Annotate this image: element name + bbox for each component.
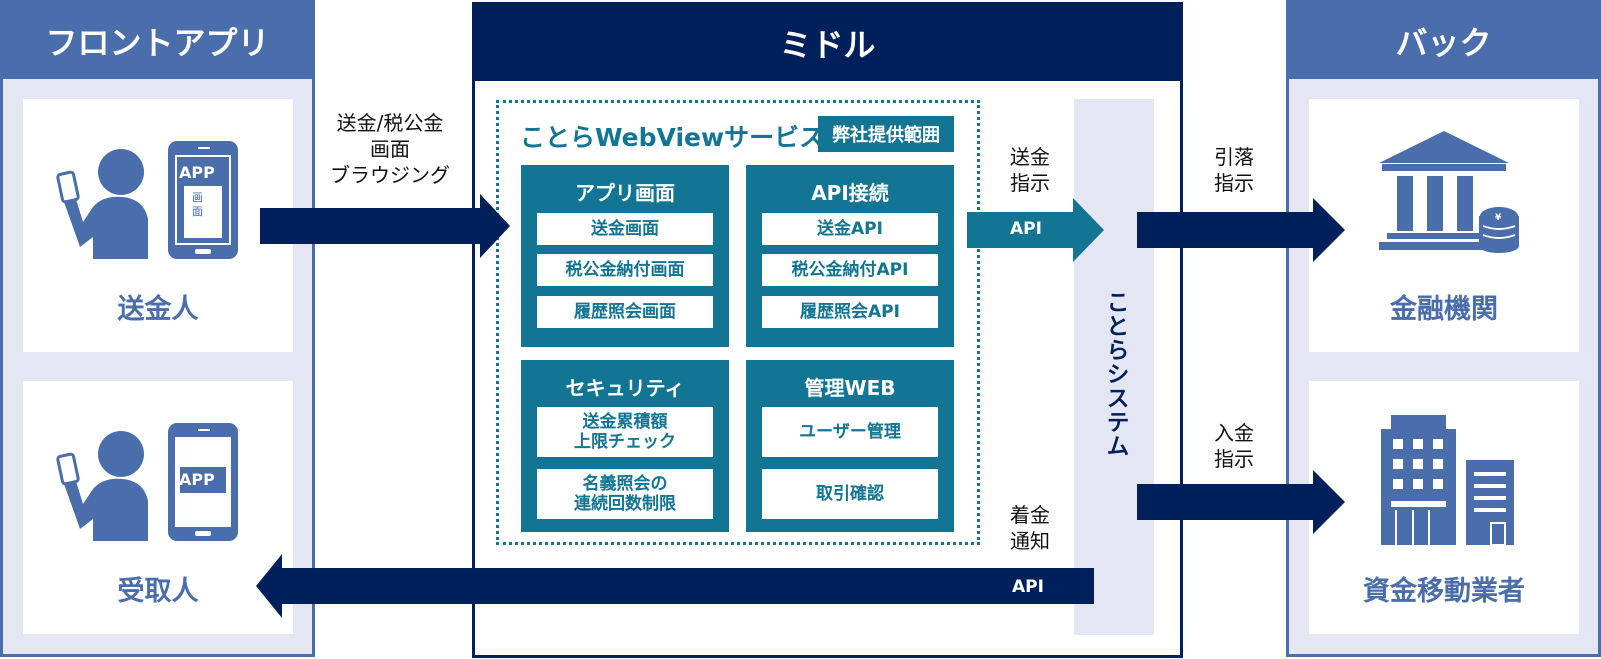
funds-transfer-operator-card: 資金移動業者 bbox=[1309, 381, 1579, 634]
debit-instruction-label: 引落 指示 bbox=[1214, 145, 1254, 195]
scope-badge: 弊社提供範囲 bbox=[818, 116, 954, 152]
sender-label: 送金人 bbox=[117, 294, 199, 325]
person-with-phone-icon bbox=[56, 141, 238, 259]
item-user-management: ユーザー管理 bbox=[762, 407, 938, 457]
sender-card: APP 画面 送金人 bbox=[23, 99, 293, 352]
item-tax-payment-api: 税公金納付API bbox=[762, 254, 938, 286]
send-instruction-arrow bbox=[967, 198, 1104, 262]
front-app-title: フロントアプリ bbox=[3, 3, 312, 79]
back-title: バック bbox=[1289, 3, 1598, 79]
item-name-inquiry-limit: 名義照会の 連続回数制限 bbox=[537, 469, 713, 519]
item-remittance-api: 送金API bbox=[762, 213, 938, 245]
office-building-icon bbox=[1381, 415, 1514, 546]
receiver-phone-app-text: APP bbox=[179, 470, 215, 489]
send-api-label: API bbox=[1010, 219, 1042, 239]
item-cumulative-limit-check: 送金累積額 上限チェック bbox=[537, 407, 713, 457]
debit-instruction-arrow bbox=[1137, 198, 1345, 262]
block-title: 管理WEB bbox=[804, 376, 896, 400]
browse-label: 送金/税公金 画面 ブラウジング bbox=[330, 111, 450, 187]
financial-institution-label: 金融機関 bbox=[1390, 294, 1498, 325]
svg-text:¥: ¥ bbox=[1495, 213, 1502, 223]
browse-arrow bbox=[260, 194, 510, 258]
kotora-system-label: ことらシステム bbox=[1102, 290, 1128, 458]
item-history-screen: 履歴照会画面 bbox=[537, 296, 713, 328]
block-app-screens: アプリ画面 送金画面 税公金納付画面 履歴照会画面 bbox=[521, 165, 729, 347]
bank-icon: ¥ bbox=[1379, 131, 1520, 253]
arrival-notice-label: 着金 通知 bbox=[1010, 503, 1050, 553]
sender-phone-screen-text: 画面 bbox=[192, 191, 203, 219]
item-tax-payment-screen: 税公金納付画面 bbox=[537, 254, 713, 286]
item-transaction-check: 取引確認 bbox=[762, 469, 938, 519]
sender-phone-app-text: APP bbox=[179, 163, 215, 182]
financial-institution-card: ¥ 金融機関 bbox=[1309, 99, 1579, 352]
block-security: セキュリティ 送金累積額 上限チェック 名義照会の 連続回数制限 bbox=[521, 360, 729, 532]
receiver-label: 受取人 bbox=[117, 576, 199, 607]
arrival-notice-arrow bbox=[256, 554, 1094, 618]
middle-title: ミドル bbox=[475, 5, 1180, 81]
block-admin-web: 管理WEB ユーザー管理 取引確認 bbox=[746, 360, 954, 532]
funds-transfer-operator-label: 資金移動業者 bbox=[1363, 576, 1525, 607]
kotora-system-panel bbox=[1074, 99, 1154, 635]
webview-service-area bbox=[496, 100, 980, 545]
person-with-phone-icon bbox=[56, 423, 238, 541]
item-remittance-screen: 送金画面 bbox=[537, 213, 713, 245]
block-title: アプリ画面 bbox=[575, 181, 675, 205]
block-title: API接続 bbox=[811, 181, 889, 205]
block-title: セキュリティ bbox=[565, 376, 685, 400]
receiver-card: APP 受取人 bbox=[23, 381, 293, 634]
deposit-instruction-label: 入金 指示 bbox=[1214, 421, 1254, 471]
webview-service-title: ことらWebViewサービス bbox=[520, 123, 825, 152]
block-api-connection: API接続 送金API 税公金納付API 履歴照会API bbox=[746, 165, 954, 347]
arrival-api-label: API bbox=[1012, 577, 1044, 597]
item-history-api: 履歴照会API bbox=[762, 296, 938, 328]
send-instruction-label: 送金 指示 bbox=[1010, 145, 1050, 195]
deposit-instruction-arrow bbox=[1137, 470, 1345, 534]
